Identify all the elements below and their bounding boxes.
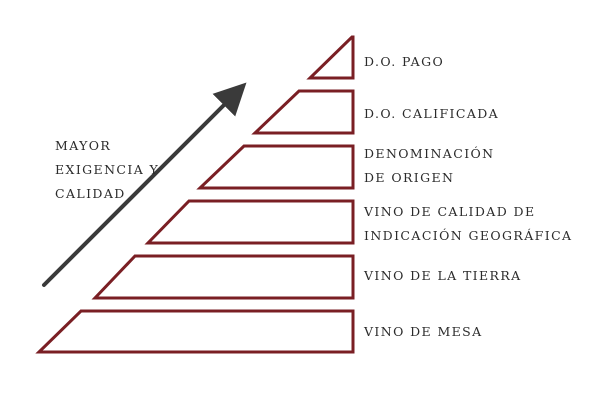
tier-text-line: D.O. PAGO	[364, 54, 445, 69]
tier-label-do-calificada: D.O. CALIFICADA	[364, 102, 499, 126]
tier-text-line: VINO DE LA TIERRA	[364, 268, 522, 283]
tier-shape-vino-de-mesa	[35, 309, 355, 354]
tier-shape-vino-de-la-tierra	[91, 254, 355, 300]
tier-text-line: VINO DE MESA	[364, 324, 483, 339]
tier-label-denominacion-de-origen: DENOMINACIÓN DE ORIGEN	[364, 142, 495, 190]
tier-label-do-pago: D.O. PAGO	[364, 50, 444, 74]
tier-shape-vino-de-calidad	[144, 199, 355, 245]
arrow-caption: MAYOR EXIGENCIA Y CALIDAD	[55, 134, 159, 206]
tier-label-vino-de-calidad: VINO DE CALIDAD DE INDICACIÓN GEOGRÁFICA	[364, 200, 572, 248]
tier-text-line: INDICACIÓN GEOGRÁFICA	[364, 228, 573, 243]
tier-text-line: DENOMINACIÓN	[364, 146, 495, 161]
tier-label-vino-de-mesa: VINO DE MESA	[364, 320, 483, 344]
tier-shape-do-pago	[306, 35, 355, 80]
tier-text-line: VINO DE CALIDAD DE	[364, 204, 536, 219]
tier-text-line: D.O. CALIFICADA	[364, 106, 500, 121]
tier-label-vino-de-la-tierra: VINO DE LA TIERRA	[364, 264, 522, 288]
tier-shape-denominacion-de-origen	[196, 144, 355, 190]
arrow-caption-line: CALIDAD	[55, 186, 126, 201]
up-right-arrow-icon	[42, 82, 247, 287]
arrow-caption-line: MAYOR	[55, 138, 112, 153]
tier-text-line: DE ORIGEN	[364, 170, 455, 185]
arrow-caption-line: EXIGENCIA Y	[55, 162, 160, 177]
tier-shape-do-calificada	[251, 89, 355, 135]
